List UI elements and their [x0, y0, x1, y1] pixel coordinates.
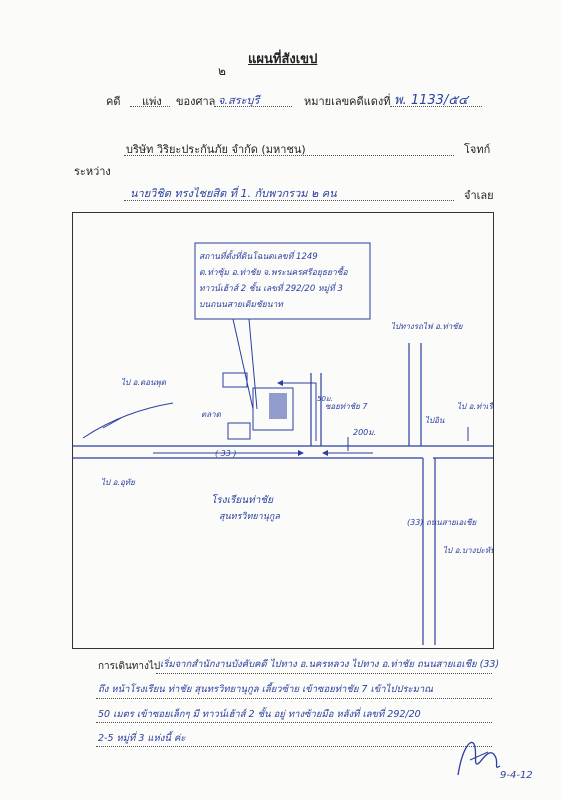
label-200m: 200ม. [353, 428, 376, 437]
callout-pointer-2 [248, 318, 258, 410]
house-block [252, 387, 294, 431]
label-school: โรงเรียนท่าชัย [211, 494, 274, 506]
case-type-value: แพ่ง [142, 95, 162, 108]
directions-label: การเดินทางไป [98, 661, 161, 672]
label-to-bangpahan: ไป อ.บางปะหัน [443, 545, 493, 555]
label-soi: ซอยท่าชัย 7 [325, 402, 368, 411]
label-50m: 50ม. [317, 395, 333, 403]
directions-line-3: 50 เมตร เข้าซอยเล็กๆ มี ทาวน์เฮ้าส์ 2 ชั… [98, 709, 421, 720]
signature [457, 741, 501, 776]
directions-line-1: เริ่มจากสำนักงานบังคับคดี ไปทาง อ.นครหลว… [160, 659, 500, 670]
signed-date: 9-4-12 [500, 770, 533, 781]
label-route-no: ( 33 ) [215, 449, 237, 458]
label-school-sub: สุนทรวิทยานุกูล [219, 511, 280, 522]
plaintiff-name: บริษัท วิริยะประกันภัย จำกัด (มหาชน) [126, 143, 306, 156]
directions-line-4: 2-5 หมู่ที่ 3 แห่งนี้ ค่ะ [98, 733, 186, 744]
callout-line-3: ทาวน์เฮ้าส์ 2 ชั้น เลขที่ 292/20 หมู่ที่… [199, 282, 343, 294]
case-label: คดี [106, 95, 121, 108]
left-branch-road [82, 402, 174, 439]
side-building [222, 372, 248, 388]
black-no-label: หมายเลขคดีแดงที่ [304, 95, 391, 108]
label-market: ตลาด [201, 410, 222, 419]
label-road-top: ไป อ.ดอนพุด [121, 377, 167, 388]
label-utai: ไป อ.อุทัย [101, 477, 136, 488]
page-title: แผนที่สังเขป [248, 52, 318, 67]
court-name-value: จ.สระบุรี [218, 94, 260, 107]
page-number: ๒ [218, 64, 226, 78]
defendant-role: จำเลย [464, 189, 494, 202]
callout-line-1: สถานที่ตั้งที่ดินโฉนดเลขที่ 1249 [199, 250, 318, 262]
map-drawing: สถานที่ตั้งที่ดินโฉนดเลขที่ 1249 ต.ท่าซุ… [73, 242, 493, 645]
small-building [227, 422, 251, 440]
black-no-value: พ. 1133/๕๔ [394, 93, 468, 108]
defendant-name: นายวิชิต ทรงไชยสิต ที่ 1. กับพวกรวม ๒ คน [130, 187, 337, 200]
plaintiff-role: โจทก์ [464, 143, 491, 156]
label-to-thachai: ไปทางรถไฟ อ.ท่าชัย [391, 321, 464, 331]
directions-line-2: ถึง หน้าโรงเรียน ท่าชัย สุนทรวิทยานุกูล … [98, 684, 434, 695]
callout-pointer [232, 318, 254, 410]
callout-line-2: ต.ท่าซุ้ม อ.ท่าชัย จ.พระนครศรีอยุธยาซื้อ [199, 266, 349, 278]
label-route33: (33) ถนนสายเอเชีย [407, 518, 478, 527]
label-to-right: ไป อ.ท่าเรือ [457, 401, 493, 411]
route-arrow-soi [277, 380, 317, 441]
callout-line-4: บนถนนสายเดิมชัยนาท [199, 300, 284, 310]
label-nakhon: ไปอิน [425, 415, 445, 425]
map-frame: สถานที่ตั้งที่ดินโฉนดเลขที่ 1249 ต.ท่าซุ… [72, 212, 494, 649]
callout-box [194, 242, 371, 320]
court-label: ของศาล [176, 95, 216, 108]
between-label: ระหว่าง [74, 165, 111, 178]
